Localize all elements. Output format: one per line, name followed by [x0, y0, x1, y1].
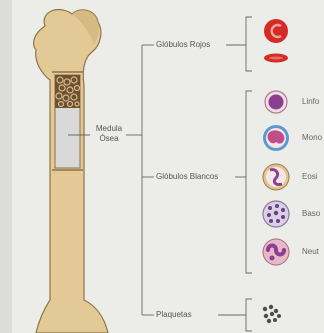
basophil-cell-icon: [263, 201, 289, 227]
monocyte-cell-icon: [263, 125, 289, 151]
platelet-icons: [263, 305, 281, 323]
lymphocyte-cell-icon: [265, 91, 287, 113]
eosinophil-cell-icon: [263, 164, 289, 190]
eosinophil-label: Eosi: [302, 172, 318, 182]
neutrophil-cell-icon: [263, 239, 289, 265]
bone-marrow-label-line2: Ósea: [89, 134, 129, 144]
basophil-label: Baso: [302, 209, 320, 219]
red-cells-label: Glóbulos Rojos: [155, 40, 211, 50]
bone-marrow-label: Medula Ósea: [88, 124, 130, 144]
bone-marrow-label-line1: Medula: [89, 124, 129, 134]
platelets-label: Plaquetas: [155, 310, 193, 320]
femur-bone: [34, 10, 108, 333]
white-cells-label: Glóbulos Blancos: [155, 172, 219, 182]
lymphocyte-label: Linfo: [302, 97, 319, 107]
neutrophil-label: Neut: [302, 247, 319, 257]
monocyte-label: Mono: [302, 133, 322, 143]
red-blood-cell-icons: [264, 19, 288, 63]
